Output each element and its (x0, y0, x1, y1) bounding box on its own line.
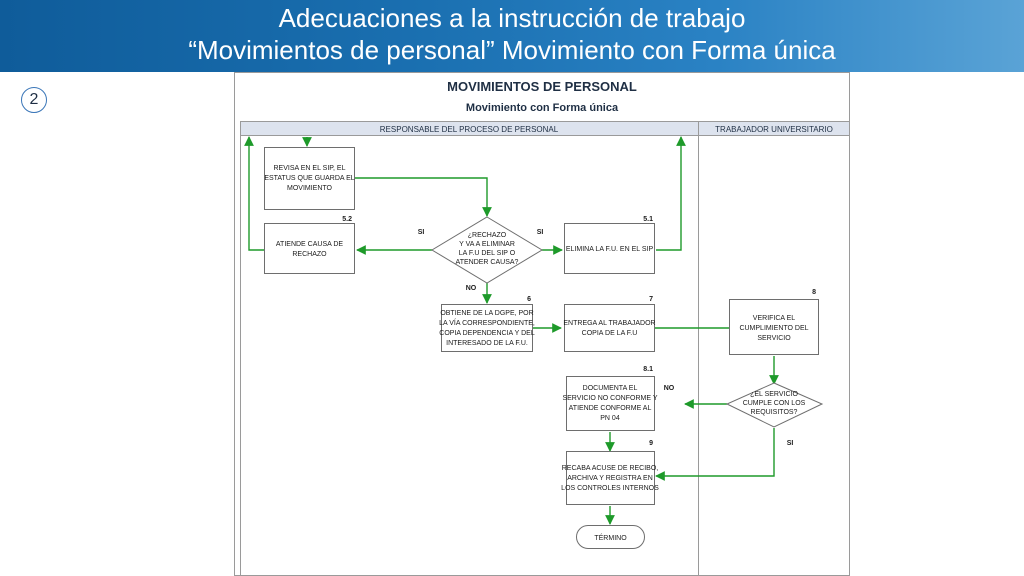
node-decision2-line-2: CUMPLE CON LOS (743, 400, 806, 407)
slide-header: Adecuaciones a la instrucción de trabajo… (0, 0, 1024, 72)
node-recaba-number: 9 (649, 440, 653, 447)
node-entrega: 7 ENTREGA AL TRABAJADOR COPIA DE LA F.U (563, 296, 656, 352)
node-atiende-line-1: ATIENDE CAUSA DE (276, 241, 343, 248)
node-entrega-line-1: ENTREGA AL TRABAJADOR (563, 320, 655, 327)
label-no-down: NO (466, 285, 477, 292)
label-si-right: SI (537, 229, 544, 236)
node-documenta-line-2: SERVICIO NO CONFORME Y (562, 395, 657, 402)
node-atiende-number: 5.2 (342, 216, 352, 223)
node-decision1-line-2: Y VA A ELIMINAR (459, 241, 515, 248)
node-documenta: 8.1 DOCUMENTA EL SERVICIO NO CONFORME Y … (562, 366, 658, 431)
node-documenta-number: 8.1 (643, 366, 653, 373)
node-documenta-line-3: ATIENDE CONFORME AL (569, 405, 652, 412)
diagram-subtitle: Movimiento con Forma única (466, 102, 619, 114)
node-verifica-line-2: CUMPLIMIENTO DEL (739, 325, 808, 332)
node-revisa: REVISA EN EL SIP, EL ESTATUS QUE GUARDA … (264, 147, 355, 210)
lane-header-right-bg (698, 121, 850, 136)
node-decision2-line-1: ¿EL SERVICIO (750, 391, 798, 398)
node-documenta-line-4: PN 04 (600, 415, 620, 422)
node-termino-label: TÉRMINO (594, 533, 627, 542)
node-obtiene-number: 6 (527, 296, 531, 303)
node-verifica-line-1: VERIFICA EL (753, 315, 796, 322)
node-elimina-number: 5.1 (643, 216, 653, 223)
slide-title-line-2: “Movimientos de personal” Movimiento con… (188, 35, 836, 65)
node-elimina-line-1: ELIMINA LA F.U. EN EL SIP (566, 246, 654, 253)
node-revisa-line-3: MOVIMIENTO (287, 185, 333, 192)
node-obtiene-line-3: COPIA DEPENDENCIA Y DEL (439, 330, 535, 337)
label-si-left: SI (418, 229, 425, 236)
node-atiende: 5.2 ATIENDE CAUSA DE RECHAZO (264, 216, 355, 274)
node-entrega-line-2: COPIA DE LA F.U (582, 330, 638, 337)
slide-title-line-1: Adecuaciones a la instrucción de trabajo (278, 3, 746, 33)
node-obtiene-line-2: LA VÍA CORRESPONDIENTE, (439, 318, 535, 327)
node-decision1-line-3: LA F.U DEL SIP O (459, 250, 516, 257)
node-elimina: 5.1 ELIMINA LA F.U. EN EL SIP (564, 216, 655, 274)
node-decision1-line-1: ¿RECHAZO (468, 232, 507, 239)
lane-header-right: TRABAJADOR UNIVERSITARIO (715, 125, 833, 134)
node-verifica-line-3: SERVICIO (757, 335, 791, 342)
connectors (244, 136, 779, 525)
node-atiende-line-2: RECHAZO (292, 251, 327, 258)
arrow-revisa-decision1 (355, 177, 492, 217)
arrow-decision2-recaba (655, 428, 775, 481)
diagram-title: MOVIMIENTOS DE PERSONAL (447, 79, 637, 94)
node-decision2-line-3: REQUISITOS? (751, 409, 798, 416)
node-recaba: 9 RECABA ACUSE DE RECIBO, ARCHIVA Y REGI… (561, 440, 659, 505)
arrow-elimina-loop (656, 136, 686, 251)
node-revisa-line-2: ESTATUS QUE GUARDA EL (264, 175, 354, 182)
lane-header-left: RESPONSABLE DEL PROCESO DE PERSONAL (380, 125, 559, 134)
node-obtiene-line-1: OBTIENE DE LA DGPE, POR (440, 310, 533, 317)
node-verifica: 8 VERIFICA EL CUMPLIMIENTO DEL SERVICIO (729, 289, 819, 355)
node-recaba-line-3: LOS CONTROLES INTERNOS (561, 485, 659, 492)
label-no-d2: NO (664, 385, 675, 392)
label-si-d2: SI (787, 440, 794, 447)
node-recaba-line-2: ARCHIVA Y REGISTRA EN (567, 475, 653, 482)
node-decision1-line-4: ATENDER CAUSA? (456, 259, 519, 266)
node-termino: TÉRMINO (576, 525, 645, 549)
node-decision2: ¿EL SERVICIO CUMPLE CON LOS REQUISITOS? (725, 382, 824, 428)
node-decision1: ¿RECHAZO Y VA A ELIMINAR LA F.U DEL SIP … (431, 216, 543, 284)
node-documenta-line-1: DOCUMENTA EL (583, 385, 638, 392)
node-obtiene-line-4: INTERESADO DE LA F.U. (446, 340, 528, 347)
arrow-atiende-loop (244, 136, 264, 251)
node-recaba-line-1: RECABA ACUSE DE RECIBO, (562, 465, 659, 472)
node-obtiene: 6 OBTIENE DE LA DGPE, POR LA VÍA CORRESP… (439, 296, 535, 352)
node-revisa-line-1: REVISA EN EL SIP, EL (274, 165, 346, 172)
node-entrega-number: 7 (649, 296, 653, 303)
node-verifica-number: 8 (812, 289, 816, 296)
step-number-badge: 2 (21, 87, 47, 113)
